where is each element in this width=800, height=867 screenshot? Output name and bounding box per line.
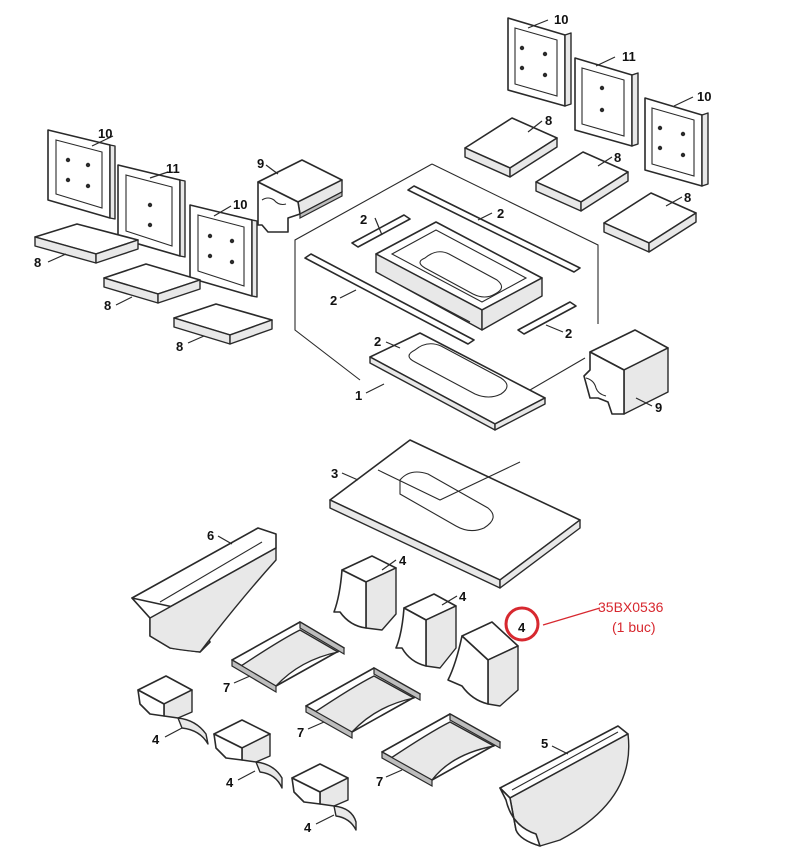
- panel-10-left-second: [189, 204, 258, 298]
- callout-8: 8: [545, 113, 552, 128]
- callout-10: 10: [98, 126, 112, 141]
- part-9-upper: [257, 159, 343, 233]
- callout-7: 7: [223, 680, 230, 695]
- callout-10: 10: [233, 197, 247, 212]
- callout-2: 2: [374, 334, 381, 349]
- callout-4: 4: [459, 589, 467, 604]
- callout-10: 10: [554, 12, 568, 27]
- brick-8-right-2: [535, 151, 629, 212]
- part-quantity: (1 buc): [612, 619, 656, 635]
- callout-6: 6: [207, 528, 214, 543]
- callout-2: 2: [497, 206, 504, 221]
- callout-4: 4: [304, 820, 312, 835]
- callout-8: 8: [614, 150, 621, 165]
- brick-8-left-1: [34, 223, 139, 264]
- callout-labels: 10 11 10 8 8 8 9 10 11 10 8 8 8 2 2 2 2 …: [34, 12, 711, 835]
- part-9-lower: [583, 329, 669, 415]
- highlight-circle: [504, 606, 540, 642]
- highlight-annotation: 35BX0536 (1 buc): [504, 599, 664, 642]
- part-4-lower-3: [291, 763, 357, 831]
- burner-assembly: [294, 163, 599, 431]
- panel-10-right-second: [644, 97, 709, 187]
- callout-9: 9: [655, 400, 662, 415]
- brick-8-right-3: [603, 192, 697, 253]
- callout-4-highlighted: 4: [518, 620, 526, 635]
- right-panel-group: [464, 17, 709, 253]
- part-7-grate-1: [231, 620, 345, 694]
- callout-9: 9: [257, 156, 264, 171]
- callout-2: 2: [330, 293, 337, 308]
- brick-8-left-3: [173, 303, 273, 345]
- panel-11-right: [574, 57, 639, 147]
- left-panel-group: [34, 129, 273, 345]
- callout-4: 4: [226, 775, 234, 790]
- callout-8: 8: [684, 190, 691, 205]
- part-4-upper-1: [333, 555, 397, 631]
- callout-7: 7: [376, 774, 383, 789]
- part-4-upper-2: [395, 593, 457, 669]
- part-3-base-plate: [329, 439, 581, 589]
- panel-10-right: [507, 17, 572, 107]
- callout-2: 2: [565, 326, 572, 341]
- part-code: 35BX0536: [598, 599, 664, 615]
- panel-10-left: [47, 129, 116, 220]
- brick-8-left-2: [103, 263, 201, 304]
- part-5-side-log: [499, 725, 630, 847]
- callout-11: 11: [166, 161, 180, 176]
- callout-8: 8: [176, 339, 183, 354]
- callout-7: 7: [297, 725, 304, 740]
- part-4-lower-2: [213, 719, 283, 789]
- callout-10: 10: [697, 89, 711, 104]
- callout-11: 11: [622, 49, 636, 64]
- callout-2: 2: [360, 212, 367, 227]
- callout-1: 1: [355, 388, 362, 403]
- callout-3: 3: [331, 466, 338, 481]
- callout-8: 8: [104, 298, 111, 313]
- part-7-grate-3: [381, 712, 501, 788]
- part-4-highlighted[interactable]: [447, 621, 519, 707]
- leader-lines: [47, 19, 694, 825]
- part-4-lower-1: [137, 675, 209, 745]
- part-6-side-log: [131, 527, 277, 653]
- callout-4: 4: [399, 553, 407, 568]
- callout-4: 4: [152, 732, 160, 747]
- callout-5: 5: [541, 736, 548, 751]
- panel-11-left: [117, 164, 186, 258]
- part-7-grate-2: [305, 666, 421, 740]
- callout-8: 8: [34, 255, 41, 270]
- brick-8-right-1: [464, 117, 558, 178]
